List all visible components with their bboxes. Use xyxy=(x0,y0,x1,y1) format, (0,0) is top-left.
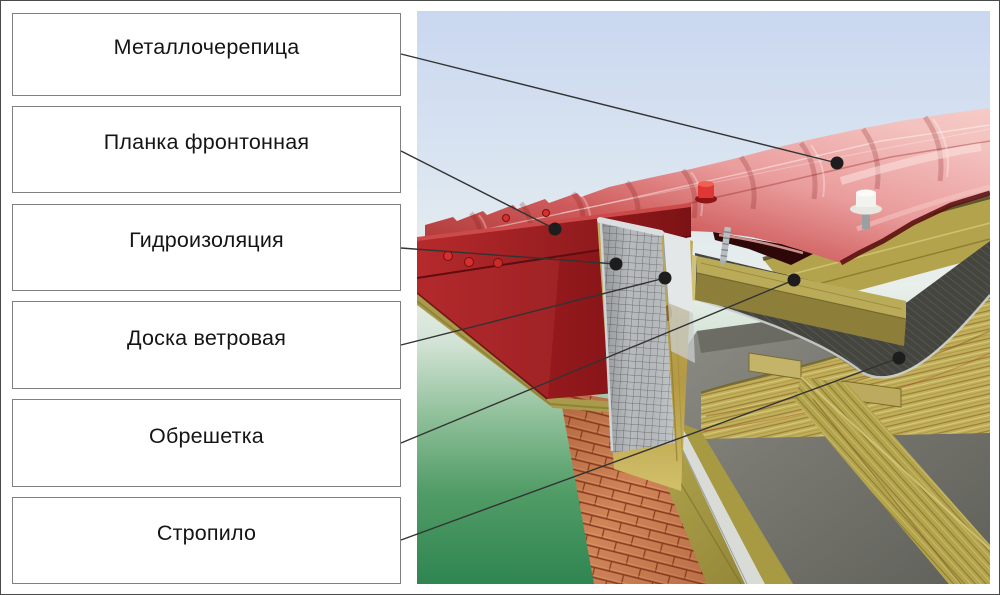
label-text: Обрешетка xyxy=(149,423,264,448)
label-text: Стропило xyxy=(156,521,257,545)
label-box-lathing: Обрешетка xyxy=(12,399,401,487)
wind-board-shape xyxy=(597,217,695,491)
fasteners xyxy=(695,181,882,267)
label-box-waterproofing: Гидроизоляция xyxy=(12,204,401,291)
label-text: Доска ветровая xyxy=(126,325,287,350)
label-text: Гидроизоляция xyxy=(129,228,284,252)
label-text: Металлочерепица xyxy=(113,35,300,59)
label-box-gable-strip: Планка фронтонная xyxy=(12,106,401,193)
label-text: Планка фронтонная xyxy=(103,130,310,154)
label-box-metal-tile: Металлочерепица xyxy=(12,13,401,96)
label-box-rafter: Стропило xyxy=(12,497,401,584)
label-box-wind-board: Доска ветровая xyxy=(12,301,401,389)
